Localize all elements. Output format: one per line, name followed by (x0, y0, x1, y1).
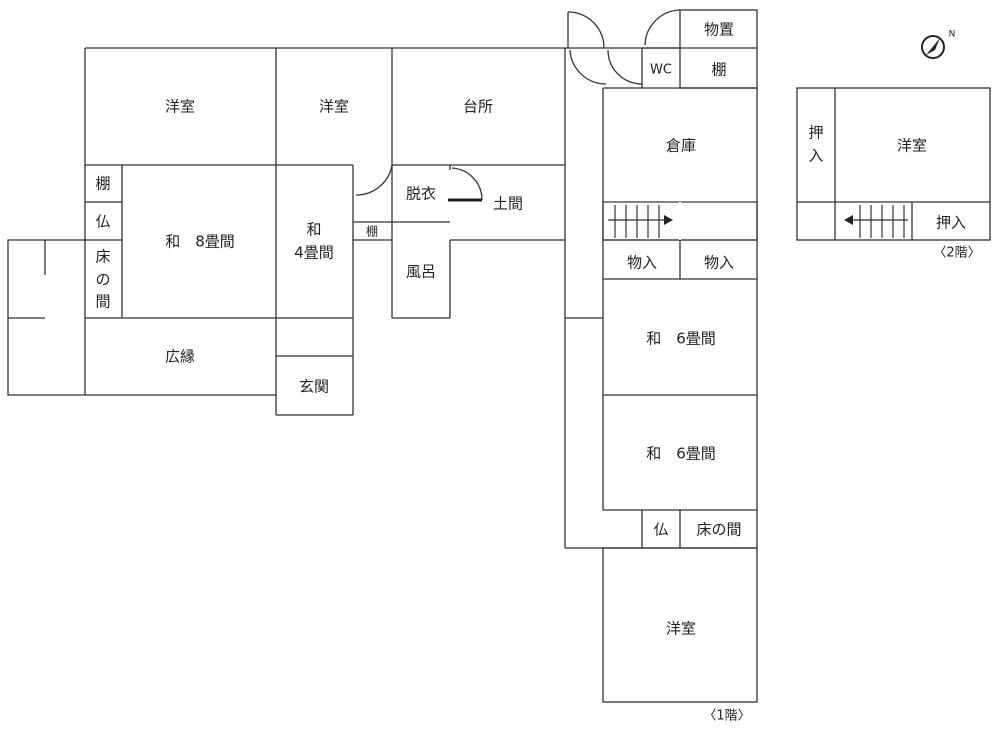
room-label-tokonoma: の (95, 271, 110, 289)
room-label-closet: 物入 (704, 254, 734, 272)
room-label-oshiire: 入 (808, 147, 823, 165)
room-label-shelf: 棚 (95, 175, 110, 193)
room-label-oshiire: 押 (808, 124, 823, 142)
room-label-wa8: 和 8畳間 (165, 233, 235, 251)
room-label-shelf: 棚 (366, 224, 378, 239)
room-label-storage: 物置 (704, 21, 734, 39)
room-label-veranda: 広縁 (165, 348, 195, 366)
wall (796, 87, 991, 241)
room-label-yoshitsu: 洋室 (165, 98, 195, 116)
door-swing (355, 164, 393, 196)
door-swing (567, 11, 605, 49)
room-label-yoshitsu: 洋室 (319, 98, 349, 116)
room-label-shelf: 棚 (711, 61, 726, 79)
room-label-closet: 物入 (627, 254, 657, 272)
floor-label: 〈1階〉 (703, 709, 750, 724)
floor-label: 〈2階〉 (933, 246, 980, 261)
door-swing (607, 49, 643, 85)
room-label-wa6: 和 6畳間 (646, 330, 716, 348)
room-label-bath: 風呂 (406, 263, 436, 281)
door-swing (569, 49, 607, 85)
room-label-oshiire: 押入 (936, 214, 966, 232)
room-label-tokonoma: 間 (95, 293, 110, 311)
stairs-2f (850, 205, 908, 238)
room-label-altar: 仏 (95, 213, 110, 231)
room-label-yoshitsu: 洋室 (666, 620, 696, 638)
room-label-wa6: 和 6畳間 (646, 445, 716, 463)
room-label-wa4: 和 (306, 221, 321, 239)
room-label-kitchen: 台所 (463, 98, 493, 116)
room-label-wa4: 4畳間 (294, 244, 334, 262)
compass-north-icon: N (921, 30, 956, 59)
room-label-yoshitsu: 洋室 (897, 137, 927, 155)
room-label-altar: 仏 (653, 521, 668, 539)
svg-text:N: N (949, 30, 956, 40)
stairs-arrow-icon (664, 215, 673, 225)
room-label-tokonoma: 床 (95, 248, 110, 266)
wall (679, 9, 758, 89)
room-label-doma: 土間 (493, 195, 523, 213)
room-label-wc: WC (650, 63, 672, 78)
door-swing (644, 9, 681, 46)
room-label-entrance: 玄関 (299, 378, 329, 396)
room-label-dressing: 脱衣 (406, 185, 436, 203)
wall (602, 547, 758, 703)
stairs-arrow-icon (844, 215, 853, 225)
room-label-warehouse: 倉庫 (666, 137, 696, 155)
door-swing (451, 167, 483, 201)
room-label-tokonoma: 床の間 (696, 521, 741, 539)
